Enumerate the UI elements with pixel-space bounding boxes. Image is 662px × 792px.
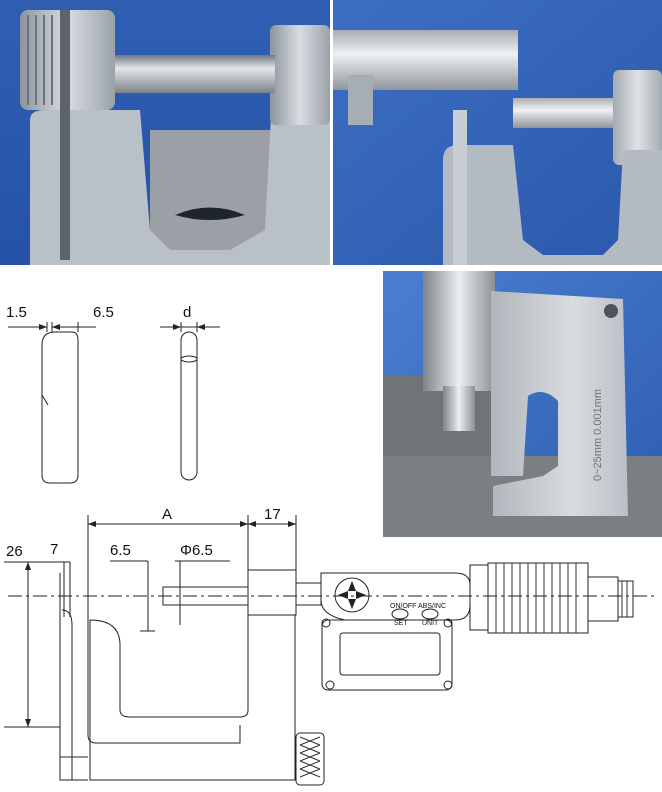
technical-drawing: 1.5 6.5 d A 17 26 7 6.5 Φ6.5 ON/OFF SET …: [4, 304, 655, 786]
dim-6-5: 6.5: [110, 542, 131, 559]
dim-phi-6-5: Φ6.5: [180, 542, 213, 559]
label-on-off: ON/OFF: [390, 603, 416, 610]
dim-a: A: [162, 506, 172, 523]
photo-frame-on-plate: 0~25mm 0.001mm: [380, 268, 662, 537]
dim-pin-d: d: [183, 304, 191, 321]
dim-7: 7: [50, 541, 58, 558]
label-abs-inc: ABS/INC: [418, 603, 446, 610]
photo-spindle-anvil: [0, 0, 330, 265]
dim-26: 26: [6, 543, 23, 560]
photo-micrometer-frame: [333, 0, 662, 265]
dim-anvil-6-5: 6.5: [93, 304, 114, 321]
frame-engraving: 0~25mm 0.001mm: [592, 389, 604, 481]
label-set: SET: [394, 620, 408, 627]
dim-17: 17: [264, 506, 281, 523]
label-unit: UNIT: [422, 620, 439, 627]
dim-anvil-1-5: 1.5: [6, 304, 27, 321]
